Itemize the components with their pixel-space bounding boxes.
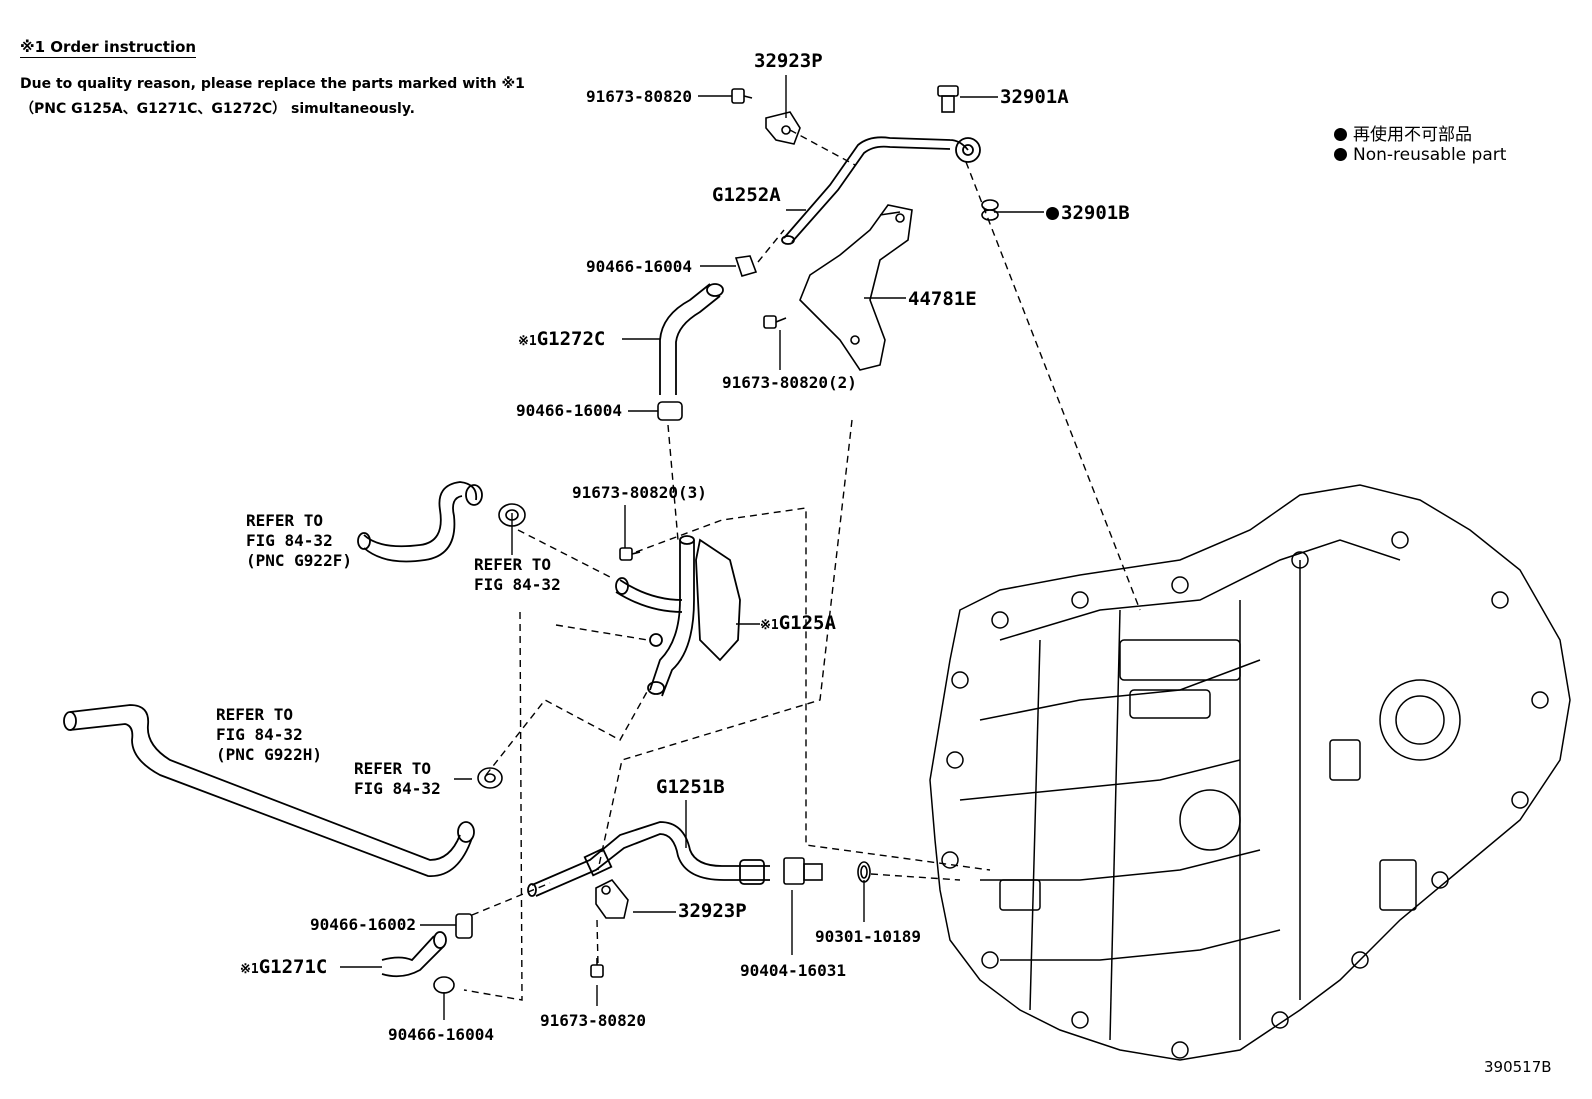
- refer-label-3-line-1[interactable]: REFER TO: [216, 705, 294, 724]
- hose-refer-G922H: [63, 704, 475, 877]
- transaxle-housing: [929, 484, 1571, 1061]
- label-32901A[interactable]: 32901A: [1000, 86, 1069, 108]
- legend-japanese-text: 再使用不可部品: [1353, 125, 1472, 145]
- gasket-32901B: [981, 199, 999, 221]
- label-91673-80820-3[interactable]: 91673-80820(3): [572, 483, 707, 502]
- pipe-G1252A: [781, 136, 981, 245]
- refer-label-1-line-2[interactable]: FIG 84-32: [246, 531, 333, 550]
- label-G125A-text: G125A: [778, 612, 836, 634]
- union-90404-16031: [783, 857, 823, 885]
- assembly-lines: [463, 129, 1141, 1001]
- legend-english: Non-reusable part: [1334, 145, 1506, 165]
- refer-label-2-line-1[interactable]: REFER TO: [474, 555, 552, 574]
- refer-label-4-line-2[interactable]: FIG 84-32: [354, 779, 441, 798]
- asterisk-mark: ※1: [518, 334, 537, 349]
- legend-english-text: Non-reusable part: [1353, 145, 1507, 165]
- refer-label-4-line-1[interactable]: REFER TO: [354, 759, 432, 778]
- label-G1251B[interactable]: G1251B: [656, 776, 725, 798]
- bracket-44781E: [799, 204, 913, 371]
- label-G1271C[interactable]: ※1G1271C: [240, 956, 327, 981]
- label-G125A[interactable]: ※1G125A: [760, 612, 836, 637]
- order-instruction-title: ※1 Order instruction: [20, 38, 197, 58]
- refer-label-1-line-3[interactable]: (PNC G922F): [246, 551, 352, 570]
- legend-japanese: 再使用不可部品: [1334, 120, 1472, 145]
- label-32923P-top[interactable]: 32923P: [754, 50, 823, 72]
- pipe-G125A: [615, 535, 741, 697]
- refer-label-3-line-2[interactable]: FIG 84-32: [216, 725, 303, 744]
- clamp-32923P-bottom: [595, 878, 629, 919]
- hose-refer-G922F: [357, 481, 483, 563]
- label-44781E[interactable]: 44781E: [908, 288, 977, 310]
- clip-90466-16004-b: [657, 401, 683, 421]
- clip-90466-16004-a: [734, 255, 758, 277]
- non-reusable-dot-icon: [1046, 207, 1059, 220]
- clip-90466-16004-c: [433, 976, 455, 994]
- label-90466-16002[interactable]: 90466-16002: [310, 915, 416, 934]
- label-G1271C-text: G1271C: [258, 956, 328, 978]
- order-instruction-line-2: （PNC G125A、G1271C、G1272C） simultaneously…: [20, 101, 415, 117]
- label-91673-80820-bottom[interactable]: 91673-80820: [540, 1011, 646, 1030]
- label-90466-16004-c[interactable]: 90466-16004: [388, 1025, 494, 1044]
- label-32901B[interactable]: 32901B: [1046, 202, 1130, 224]
- label-G1272C-text: G1272C: [536, 328, 606, 350]
- hose-G1271C: [381, 931, 447, 978]
- asterisk-mark: ※1: [240, 962, 259, 977]
- label-90301-10189[interactable]: 90301-10189: [815, 927, 921, 946]
- label-32923P-bottom[interactable]: 32923P: [678, 900, 747, 922]
- refer-label-3-line-3[interactable]: (PNC G922H): [216, 745, 322, 764]
- bullet-icon: [1334, 128, 1347, 141]
- label-32901B-text: 32901B: [1061, 202, 1130, 224]
- bolt-91673-80820-top: [731, 88, 753, 104]
- bolt-91673-80820-bottom: [590, 958, 604, 978]
- clamp-refer-lower: [477, 767, 503, 789]
- bolt-91673-80820-2: [763, 315, 787, 329]
- hose-G1272C: [659, 283, 724, 395]
- pipe-G1251B: [527, 821, 770, 897]
- gasket-90301-10189: [857, 861, 871, 883]
- refer-label-1-line-1[interactable]: REFER TO: [246, 511, 324, 530]
- label-90466-16004-a[interactable]: 90466-16004: [586, 257, 692, 276]
- label-G1252A[interactable]: G1252A: [712, 184, 781, 206]
- order-instruction-line-1: Due to quality reason, please replace th…: [20, 76, 525, 92]
- clip-90466-16002: [455, 913, 473, 939]
- label-91673-80820-2[interactable]: 91673-80820(2): [722, 373, 857, 392]
- bolt-91673-80820-3: [619, 547, 641, 561]
- clamp-32923P-top: [765, 111, 801, 145]
- bullet-icon: [1334, 148, 1347, 161]
- label-G1272C[interactable]: ※1G1272C: [518, 328, 605, 353]
- label-91673-80820-top[interactable]: 91673-80820: [586, 87, 692, 106]
- illustration-id: 390517B: [1484, 1058, 1552, 1076]
- label-90404-16031[interactable]: 90404-16031: [740, 961, 846, 980]
- clamp-refer-upper: [498, 503, 526, 527]
- asterisk-mark: ※1: [760, 618, 779, 633]
- bolt-32901A: [937, 85, 959, 113]
- refer-label-2-line-2[interactable]: FIG 84-32: [474, 575, 561, 594]
- label-90466-16004-b[interactable]: 90466-16004: [516, 401, 622, 420]
